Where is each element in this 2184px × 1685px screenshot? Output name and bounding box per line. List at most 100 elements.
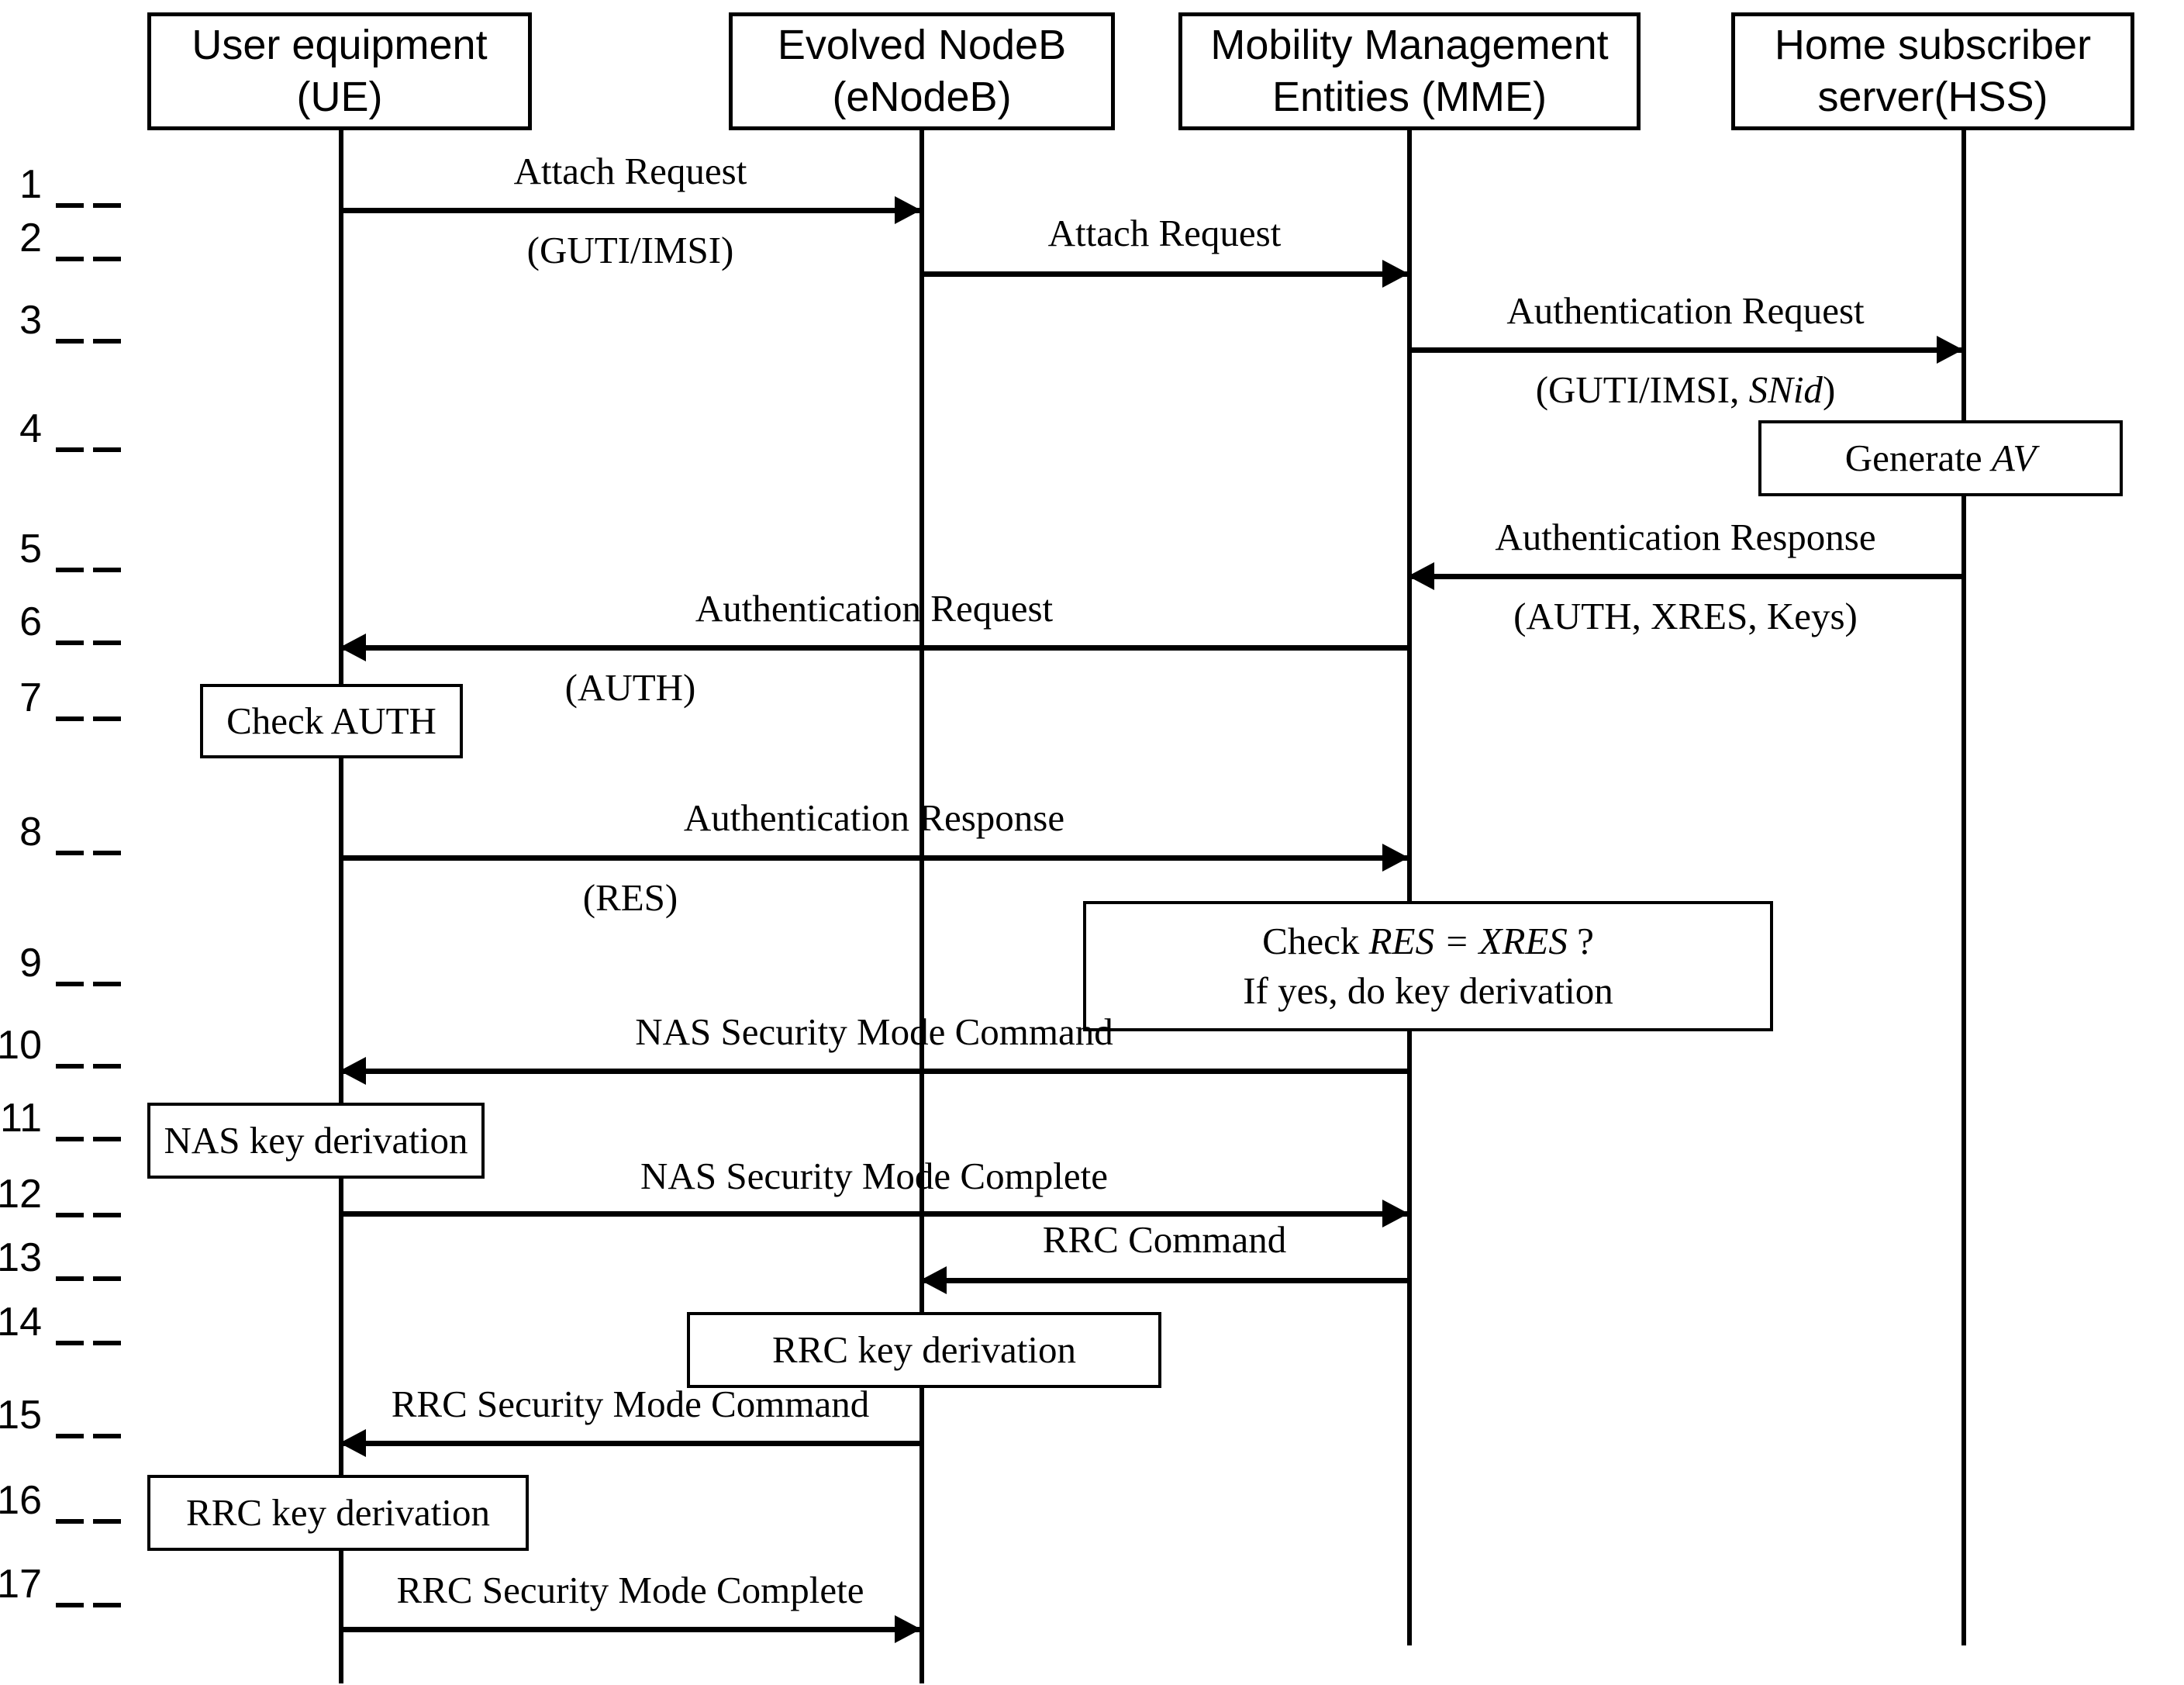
arrow-shaft: [341, 1441, 919, 1446]
arrow-head-left-icon: [340, 1429, 366, 1457]
step-dash-a: [56, 1603, 84, 1607]
arrow-head-left-icon: [920, 1266, 947, 1294]
step-dash-b: [93, 257, 121, 261]
entity-box-mme: Mobility Management Entities (MME): [1178, 12, 1641, 130]
message-13-label-above: RRC Command: [1042, 1218, 1287, 1261]
step-dash-a: [56, 257, 84, 261]
lifeline-enodeb: [919, 130, 924, 1683]
step-dash-a: [56, 851, 84, 855]
step-dash-b: [93, 716, 121, 721]
message-3-label-above: Authentication Request: [1506, 289, 1865, 332]
step-number-5: 5: [19, 527, 42, 571]
step-dash-b: [93, 1519, 121, 1524]
action-generate-av-text: Generate AV: [1844, 437, 2037, 480]
arrow-head-right-icon: [895, 1615, 921, 1643]
step-dash-b: [93, 1213, 121, 1217]
step-number-7: 7: [19, 675, 42, 720]
message-12-label-above: NAS Security Mode Complete: [640, 1155, 1108, 1197]
arrow-shaft: [341, 208, 919, 213]
step-dash-b: [93, 982, 121, 986]
action-rrc-key-derivation-ue-text: RRC key derivation: [186, 1491, 490, 1535]
arrow-shaft: [1409, 347, 1961, 353]
message-2-label-above: Attach Request: [1047, 212, 1282, 254]
step-dash-a: [56, 1064, 84, 1069]
lifeline-mme: [1407, 130, 1412, 1645]
arrow-shaft: [341, 1211, 1407, 1217]
arrow-head-left-icon: [340, 634, 366, 661]
step-dash-a: [56, 203, 84, 208]
entity-enodeb-line2: (eNodeB): [832, 74, 1012, 120]
entity-enodeb-line1: Evolved NodeB: [777, 21, 1067, 68]
step-number-9: 9: [19, 941, 42, 986]
arrow-shaft: [341, 645, 1407, 651]
arrow-head-right-icon: [1382, 260, 1409, 288]
message-1-label-above: Attach Request: [513, 150, 747, 192]
action-check-res-line1: Check RES = XRES ?: [1262, 920, 1594, 963]
step-dash-b: [93, 1434, 121, 1438]
step-number-6: 6: [19, 599, 42, 644]
entity-box-ue: User equipment (UE): [147, 12, 532, 130]
action-box-rrc-key-derivation-enodeb: RRC key derivation: [687, 1312, 1161, 1388]
message-5-label-below: (AUTH, XRES, Keys): [1513, 595, 1858, 637]
step-dash-a: [56, 1519, 84, 1524]
res-xres-symbol: RES = XRES: [1368, 920, 1568, 963]
message-10-label-above: NAS Security Mode Command: [635, 1010, 1113, 1053]
lifeline-ue: [339, 130, 343, 1683]
step-dash-a: [56, 982, 84, 986]
arrow-head-left-icon: [1408, 562, 1434, 590]
arrow-head-left-icon: [340, 1057, 366, 1085]
step-dash-a: [56, 641, 84, 645]
entity-box-hss: Home subscriber server(HSS): [1731, 12, 2134, 130]
message-8-label-above: Authentication Response: [683, 796, 1065, 839]
entity-box-enodeb: Evolved NodeB (eNodeB): [729, 12, 1115, 130]
step-dash-a: [56, 1137, 84, 1141]
step-dash-b: [93, 447, 121, 452]
action-box-nas-key-derivation: NAS key derivation: [147, 1103, 485, 1179]
action-check-auth-text: Check AUTH: [226, 699, 436, 743]
arrow-shaft: [341, 855, 1407, 861]
av-symbol: AV: [1991, 437, 2037, 480]
arrow-head-right-icon: [1382, 844, 1409, 872]
step-dash-b: [93, 203, 121, 208]
entity-ue-line2: (UE): [296, 74, 383, 120]
step-dash-b: [93, 568, 121, 572]
step-number-8: 8: [19, 810, 42, 855]
arrow-shaft: [1409, 574, 1961, 579]
arrow-shaft: [341, 1627, 919, 1632]
entity-ue-line1: User equipment: [191, 21, 488, 68]
step-dash-a: [56, 1434, 84, 1438]
action-box-check-auth: Check AUTH: [200, 684, 463, 758]
step-dash-b: [93, 641, 121, 645]
step-number-14: 14: [0, 1300, 42, 1345]
step-dash-a: [56, 568, 84, 572]
message-3-label-below: (GUTI/IMSI, SNid): [1535, 368, 1836, 411]
arrow-shaft: [341, 1069, 1407, 1074]
arrow-head-right-icon: [895, 196, 921, 224]
step-number-3: 3: [19, 298, 42, 343]
step-dash-a: [56, 339, 84, 344]
step-dash-b: [93, 1341, 121, 1345]
step-number-15: 15: [0, 1393, 42, 1438]
action-nas-key-derivation-text: NAS key derivation: [164, 1119, 468, 1162]
step-number-4: 4: [19, 406, 42, 451]
step-dash-b: [93, 1603, 121, 1607]
step-dash-b: [93, 1276, 121, 1281]
step-dash-a: [56, 1341, 84, 1345]
message-5-label-above: Authentication Response: [1495, 516, 1876, 558]
step-dash-b: [93, 851, 121, 855]
action-box-rrc-key-derivation-ue: RRC key derivation: [147, 1475, 529, 1551]
action-box-generate-av: Generate AV: [1758, 420, 2123, 496]
lifeline-hss: [1961, 130, 1966, 1645]
step-number-10: 10: [0, 1023, 42, 1068]
step-number-16: 16: [0, 1478, 42, 1523]
message-15-label-above: RRC Security Mode Command: [391, 1383, 870, 1425]
message-1-label-below: (GUTI/IMSI): [526, 229, 734, 271]
step-dash-a: [56, 1213, 84, 1217]
action-rrc-key-derivation-enodeb-text: RRC key derivation: [772, 1328, 1076, 1372]
step-number-12: 12: [0, 1172, 42, 1217]
entity-hss-line2: server(HSS): [1817, 74, 2048, 120]
arrow-head-right-icon: [1937, 336, 1963, 364]
message-17-label-above: RRC Security Mode Complete: [396, 1569, 864, 1611]
step-dash-a: [56, 447, 84, 452]
